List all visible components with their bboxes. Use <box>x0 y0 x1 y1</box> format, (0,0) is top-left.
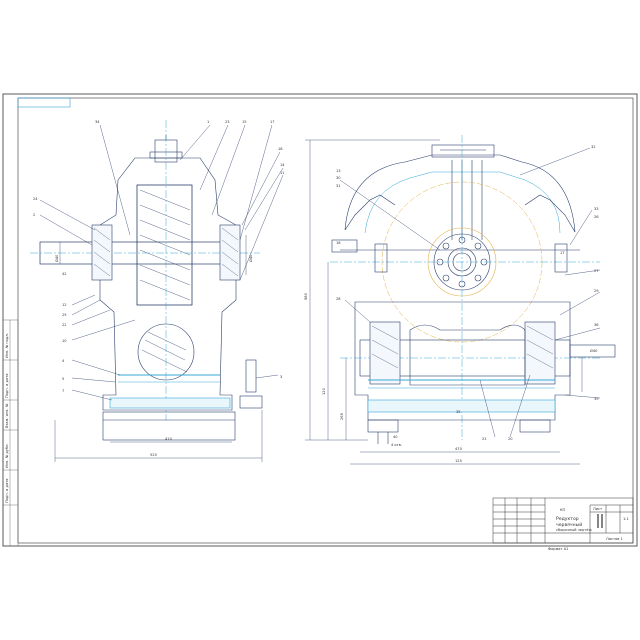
right-pn-6: 27 <box>594 269 599 273</box>
stamp-label-1: Инв. № подл. <box>5 333 9 358</box>
left-pn-7: 11 <box>280 171 285 175</box>
title-block-bars <box>597 514 603 528</box>
left-pn-12: 22 <box>62 323 67 327</box>
margin-stamps <box>2 319 19 547</box>
right-dim-1: 120 <box>322 387 326 395</box>
left-pn-13: 10 <box>62 339 67 343</box>
title-line-2: червячный <box>556 521 582 528</box>
left-pn-0: 34 <box>95 120 100 124</box>
title-line-3: сборочный чертёж <box>556 528 593 532</box>
left-pn-8: 24 <box>33 197 38 201</box>
stamp-label-4: Инв. № дубл. <box>5 443 9 468</box>
right-pn-9: 28 <box>336 297 341 301</box>
left-dim-0: Ø40 <box>54 254 59 262</box>
left-pn-6: 14 <box>280 163 285 167</box>
stamp-label-5: Подп. и дата <box>5 479 9 503</box>
right-flange-bolt-right <box>554 243 568 273</box>
right-dim-3: Ø40 <box>590 348 598 353</box>
right-output-shaft <box>569 344 616 358</box>
right-pn-1: 30 <box>336 176 341 180</box>
sheet-inner-frame <box>17 97 634 544</box>
right-dimension-text: 580 120 265 Ø40 470 125 40 4 отв. <box>304 292 598 463</box>
left-pn-10: 12 <box>62 303 67 307</box>
right-dim-6: 40 <box>393 435 398 439</box>
title-format: Формат А1 <box>548 547 568 551</box>
sheet-outer-frame <box>2 93 638 547</box>
left-pn-14: 4 <box>62 359 65 363</box>
left-pn-17: 7 <box>62 389 64 393</box>
right-dim-0: 580 <box>304 292 308 300</box>
left-dimension-text: Ø40 Ø40 42 410 520 <box>54 254 253 457</box>
stamp-label-2: Подп. и дата <box>5 374 9 398</box>
right-housing-lower <box>354 301 571 421</box>
margin-stamp-labels: Инв. № подл. Подп. и дата Взам. инв. № И… <box>5 333 9 503</box>
title-designation: КП <box>560 508 566 512</box>
left-bearing-right <box>219 224 241 281</box>
right-pn-10: 16 <box>336 241 341 245</box>
title-line-1: Редуктор <box>556 516 579 522</box>
right-pn-2: 31 <box>336 184 341 188</box>
left-part-numbers: 34 1 23 15 17 18 14 11 24 2 12 25 22 10 … <box>33 120 285 393</box>
right-lifting-lug-left <box>344 194 396 231</box>
right-worm <box>409 324 526 386</box>
left-bearing-left <box>91 224 113 281</box>
left-pn-16: 5 <box>62 377 64 381</box>
right-pn-3: 32 <box>591 145 596 149</box>
top-left-stamp <box>17 97 71 108</box>
right-input-shaft-end <box>331 239 358 253</box>
right-pn-7: 29 <box>594 289 599 293</box>
left-pn-15: 3 <box>280 375 282 379</box>
right-dimensions <box>305 139 583 465</box>
right-foot-left <box>367 419 399 433</box>
right-pn-11: 17 <box>560 251 565 255</box>
title-block <box>492 497 634 544</box>
right-pn-8: 36 <box>594 323 599 327</box>
right-dim-5: 125 <box>455 459 462 463</box>
left-pn-9: 2 <box>33 213 35 217</box>
left-pn-5: 18 <box>278 147 283 151</box>
right-pn-0: 13 <box>336 169 341 173</box>
right-part-numbers: 13 30 31 32 33 26 27 29 36 28 16 17 39 2… <box>336 145 599 441</box>
title-sheets-label: Листов 1 <box>606 537 623 541</box>
right-bearing-right <box>524 321 556 385</box>
left-base-plate <box>102 411 236 441</box>
right-flange-bolt-left <box>374 243 388 273</box>
right-top-cover <box>431 144 495 158</box>
left-dimensions <box>54 235 263 462</box>
right-dim-7: 4 отв. <box>391 443 402 447</box>
left-oil-dipstick <box>245 359 257 393</box>
left-dim-1: Ø40 <box>248 254 253 262</box>
left-pn-1: 1 <box>207 120 209 124</box>
right-front-view <box>330 135 616 444</box>
right-dim-4: 470 <box>455 447 463 451</box>
left-pn-3: 15 <box>242 120 247 124</box>
left-dim-2: 42 <box>62 272 67 276</box>
left-pn-11: 25 <box>62 313 67 317</box>
left-leaders <box>39 124 284 401</box>
right-pn-13: 21 <box>482 437 487 441</box>
right-foot-right <box>519 419 551 433</box>
left-pn-2: 23 <box>225 120 230 124</box>
left-section-view <box>30 120 263 441</box>
right-pn-14: 20 <box>508 437 513 441</box>
left-dim-5: 520 <box>150 453 158 457</box>
right-pn-15: 35 <box>456 410 461 414</box>
left-worm-wheel <box>136 184 193 306</box>
left-dim-4: 410 <box>165 437 173 441</box>
right-dim-2: 265 <box>340 413 344 420</box>
title-block-text: КП Редуктор червячный сборочный чертёж 1… <box>548 507 629 551</box>
title-scale: 1:1 <box>623 517 629 521</box>
right-pn-5: 26 <box>594 215 599 219</box>
right-bearing-left <box>369 321 401 385</box>
right-housing-top <box>344 154 576 233</box>
stamp-label-3: Взам. инв. № <box>5 403 9 428</box>
right-pn-4: 33 <box>594 207 599 211</box>
title-sheet-label: Лист <box>593 507 602 511</box>
right-leaders <box>339 147 601 438</box>
left-pn-4: 17 <box>270 120 275 124</box>
right-lifting-lug-right <box>524 194 576 233</box>
right-pn-12: 39 <box>594 397 599 401</box>
